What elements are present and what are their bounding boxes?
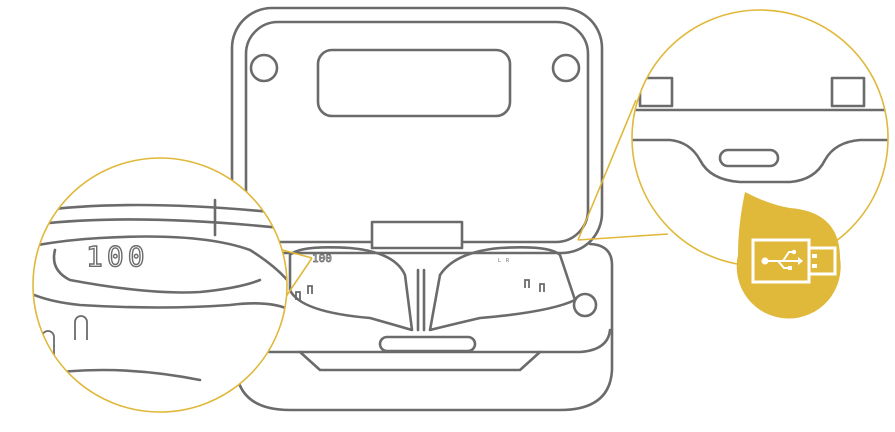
lid-window [316,48,512,118]
label-left: L [498,258,501,264]
left-callout-circle: 100 [32,157,288,413]
case-lid [230,6,604,255]
lid-magnet-right [551,53,581,83]
case-display: 100 [312,252,332,265]
hinge [370,220,464,250]
usb-badge [736,192,841,319]
label-right: R [506,258,510,264]
case-base: 100 L R [231,242,614,412]
front-slot [378,335,477,353]
case-hole [572,292,598,318]
lid-magnet-left [249,53,279,83]
right-callout-circle [631,9,889,267]
left-callout-display: 100 [86,240,149,273]
usb-c-port [718,148,780,168]
usb-icon [751,238,837,284]
right-earbud [428,246,577,332]
left-earbud [288,246,414,332]
